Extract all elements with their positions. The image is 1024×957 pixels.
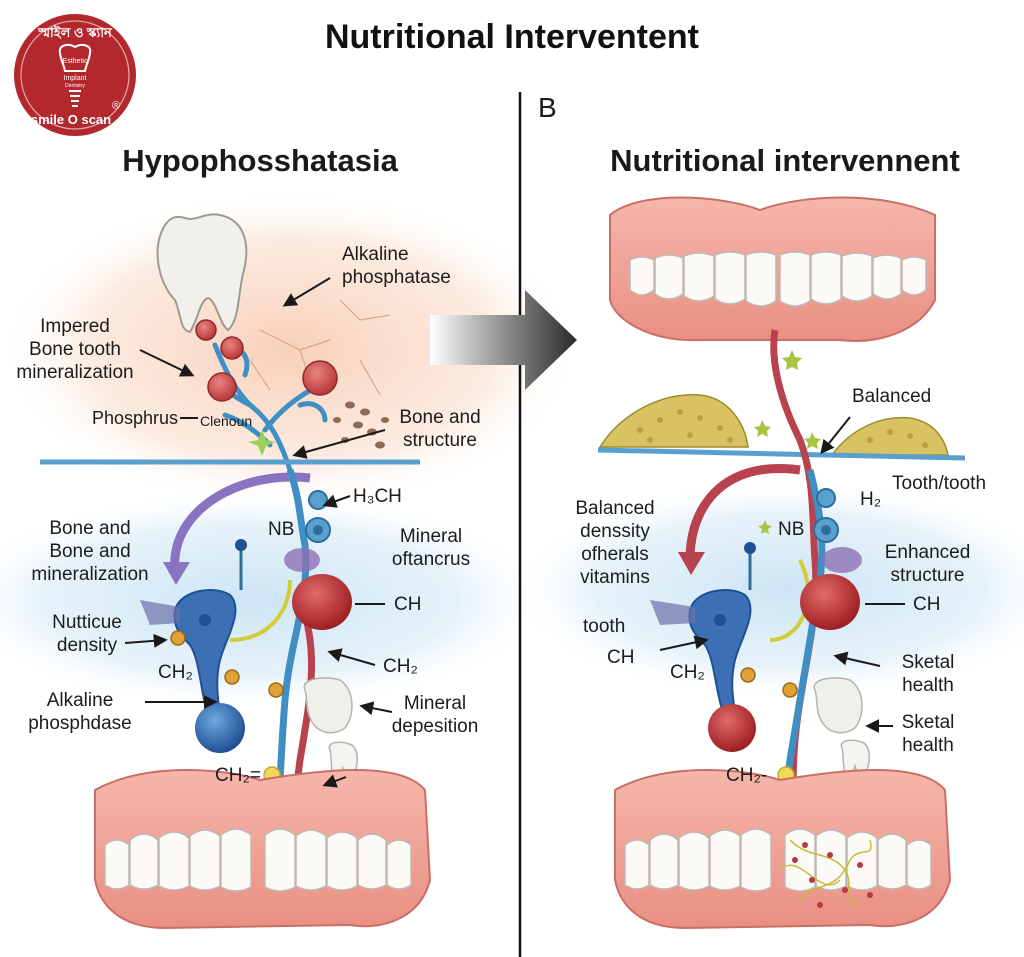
blue-glow-right <box>510 480 1024 700</box>
spark-icon <box>248 430 276 456</box>
label-phosphrus: Phosphrus <box>92 408 179 428</box>
red-cell <box>195 319 217 341</box>
label-alkaline-phosphdase: Alkaline phosphdase <box>28 690 132 734</box>
label-balanced-density-vitamins: Balanced denssity ofherals vitamins <box>575 498 655 588</box>
label-sketal-health-1: Sketal health <box>901 652 955 696</box>
label-bone-structure: Bone and structure <box>399 407 481 451</box>
logo-bottom-text: smile O scan <box>31 112 111 127</box>
label-ch2-dash: CH₂- <box>726 765 768 786</box>
pointer-arrows <box>124 277 905 788</box>
right-small-tooth <box>840 739 870 777</box>
label-h2: H₂ <box>860 489 882 510</box>
logo-line1: Esthetic <box>63 58 88 65</box>
red-cell <box>220 336 244 360</box>
right-red-ball <box>708 704 756 752</box>
label-h3ch: H₃CH <box>353 486 402 507</box>
logo-implant-icon <box>69 90 81 107</box>
label-ch2-right-panel: CH₂ <box>670 662 705 683</box>
peach-glow <box>0 190 580 510</box>
label-ch-left-panel: CH <box>394 594 422 615</box>
left-red-globule <box>292 574 352 630</box>
right-red-globule <box>800 574 860 630</box>
logo-top-text: স্মাইল ও স্ক্যান <box>37 24 113 40</box>
left-blue-ball <box>195 703 245 753</box>
label-impered-mineralization: Impered Bone tooth mineralization <box>16 316 134 383</box>
protein-core <box>714 614 726 626</box>
logo-tooth-icon <box>58 44 92 72</box>
logo-badge: স্মাইল ও স্ক্যান Esthetic Implant Dentis… <box>14 14 136 136</box>
right-upper-teeth <box>629 251 927 307</box>
label-ch2-left: CH₂ <box>158 662 193 683</box>
logo-registered: ® <box>112 100 120 112</box>
red-cell <box>302 360 338 396</box>
label-nb-right: NB <box>778 519 805 540</box>
purple-wedge <box>650 600 695 625</box>
label-ch-left-right-panel: CH <box>607 647 635 668</box>
stalk-head <box>744 542 756 554</box>
label-mineral-oftancrus: Mineral oftancrus <box>391 526 471 570</box>
transition-arrow <box>430 290 577 390</box>
label-nb-left: NB <box>268 519 295 540</box>
right-receptor-small <box>813 488 839 543</box>
label-tooth: tooth <box>583 616 626 637</box>
label-enhanced-structure: Enhanced structure <box>884 542 971 586</box>
label-mineral-depesition: Mineral depesition <box>391 693 479 737</box>
purple-blob <box>284 548 320 572</box>
label-clenoun: Clenoun <box>200 413 253 429</box>
nutrient-dots <box>792 842 873 908</box>
grain-dots <box>637 409 928 448</box>
grain-pile-left <box>598 394 749 448</box>
blue-glow-left <box>0 490 550 710</box>
page-title: Nutritional Interventent <box>324 18 700 56</box>
label-nutticue-density: Nutticue density <box>52 612 122 656</box>
label-bone-mineralization: Bone and Bone and mineralization <box>31 518 149 585</box>
left-top-tooth <box>156 213 248 334</box>
purple-arrowhead <box>163 562 190 585</box>
purple-wedge <box>140 600 180 625</box>
logo-line3: Dentistry <box>65 83 85 89</box>
clinic-logo: স্মাইল ও স্ক্যান Esthetic Implant Dentis… <box>13 13 137 137</box>
panel-b-label: B <box>538 92 557 123</box>
label-ch2-right: CH₂ <box>383 656 418 677</box>
grain-pile-right <box>830 416 949 456</box>
logo-line2: Implant <box>64 75 87 82</box>
red-arrowhead <box>678 552 705 575</box>
label-ch-right-panel: CH <box>913 594 941 615</box>
right-horizontal-vessel <box>597 447 966 461</box>
red-cell <box>207 372 237 402</box>
label-alkaline-phosphatase-top: Alkaline phosphatase <box>342 244 451 288</box>
label-ch2-eq: CH₂= <box>215 765 261 786</box>
red-curve-arrow <box>685 464 801 561</box>
yellow-loop <box>229 579 292 642</box>
label-balanced: Balanced <box>852 386 932 407</box>
right-panel-title: Nutritional intervennent <box>610 143 960 178</box>
nutrient-tangle <box>779 839 872 906</box>
stalk-head <box>235 539 247 551</box>
label-tooth-tooth: Tooth/tooth <box>892 473 987 494</box>
left-lower-teeth <box>104 828 412 892</box>
left-panel-title: Hypophosshatasia <box>122 143 398 178</box>
bone-texture <box>249 299 391 396</box>
protein-core <box>199 614 211 626</box>
purple-curve-arrow <box>170 472 311 571</box>
right-mid-tooth <box>813 677 863 734</box>
label-sketal-health-2: Sketal health <box>901 712 955 756</box>
purple-blob <box>822 547 862 573</box>
left-blue-protein <box>173 589 237 716</box>
left-mid-tooth <box>303 677 353 734</box>
